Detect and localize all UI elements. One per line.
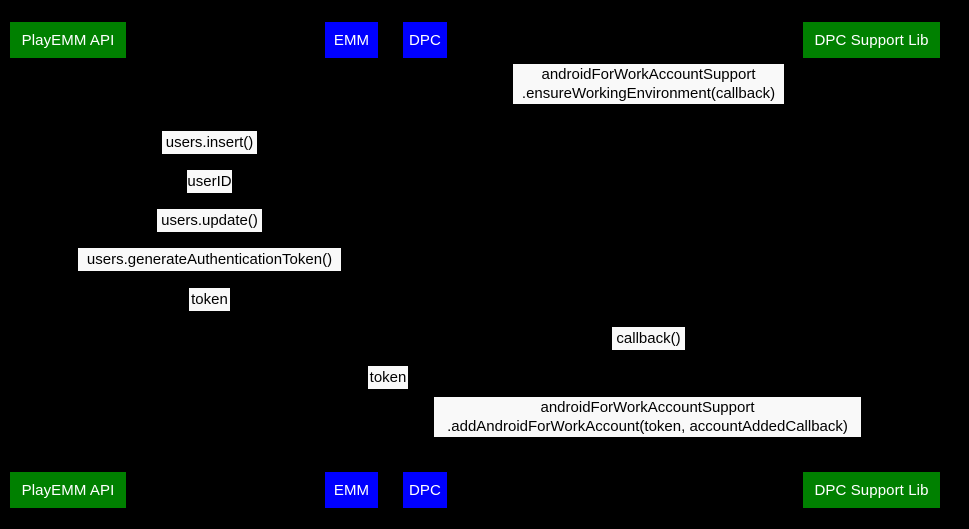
message-label-ensure-working-environment: androidForWorkAccountSupport .ensureWork…	[513, 64, 784, 104]
message-label-user-id: userID	[187, 170, 232, 193]
participant-bottom-dpc-support-lib[interactable]: DPC Support Lib	[803, 472, 940, 508]
participant-top-dpc-support-lib[interactable]: DPC Support Lib	[803, 22, 940, 58]
message-label-users-update: users.update()	[157, 209, 262, 232]
message-label-token-pass: token	[368, 366, 408, 389]
message-label-users-generate-authentication-token: users.generateAuthenticationToken()	[78, 248, 341, 271]
participant-bottom-dpc[interactable]: DPC	[403, 472, 447, 508]
participant-bottom-playemm-api[interactable]: PlayEMM API	[10, 472, 126, 508]
participant-top-playemm-api[interactable]: PlayEMM API	[10, 22, 126, 58]
message-label-token-response: token	[189, 288, 230, 311]
participant-bottom-emm[interactable]: EMM	[325, 472, 378, 508]
message-label-callback: callback()	[612, 327, 685, 350]
participant-top-emm[interactable]: EMM	[325, 22, 378, 58]
message-label-users-insert: users.insert()	[162, 131, 257, 154]
message-label-add-android-for-work-account: androidForWorkAccountSupport .addAndroid…	[434, 397, 861, 437]
participant-top-dpc[interactable]: DPC	[403, 22, 447, 58]
